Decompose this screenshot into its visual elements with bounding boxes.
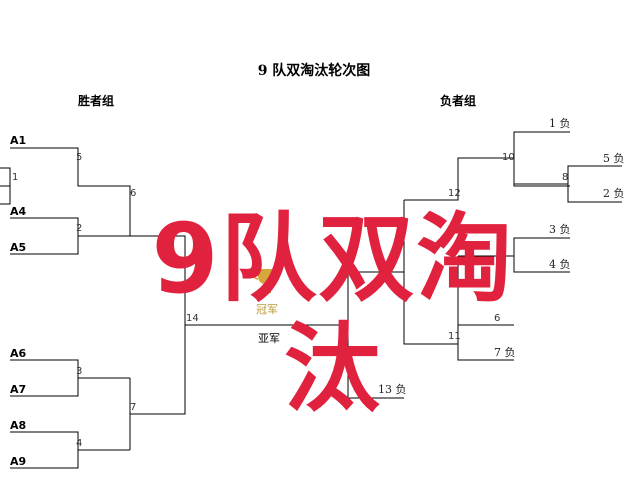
loser-slot-label: 2 负 [603, 187, 625, 200]
loser-slot-label: 13 负 [378, 383, 407, 396]
bracket-line [129, 186, 186, 318]
bracket-line [457, 344, 514, 361]
match-number: 10 [502, 152, 515, 163]
loser-slot-label: 7 负 [494, 346, 516, 359]
title-banner: 9队双淘汰 [151, 203, 515, 425]
match-number: 6 [130, 188, 137, 199]
match-number: 2 [76, 223, 83, 234]
bracket-line [513, 131, 570, 187]
team-label: A6 [10, 347, 27, 360]
bracket-line [513, 237, 570, 273]
match-number: 1 [12, 172, 19, 183]
bracket-line [404, 157, 514, 201]
bracket-line [10, 217, 130, 255]
losers-bracket-header: 负者组 [440, 94, 477, 108]
team-label: A5 [10, 241, 27, 254]
champion-label: 冠军 [256, 303, 278, 316]
match-number: 5 [76, 152, 83, 163]
match-number: 6 [494, 313, 501, 324]
runner-up-label: 亚军 [258, 332, 280, 345]
loser-slot-label: 1 负 [549, 117, 571, 130]
winners-bracket-header: 胜者组 [78, 94, 115, 108]
team-label: A4 [10, 205, 27, 218]
bracket-line [129, 318, 186, 450]
bracket-line [347, 271, 404, 399]
bracket-line [184, 318, 348, 326]
loser-slot-label: 4 负 [549, 258, 571, 271]
bracket-line [10, 431, 130, 469]
match-number: 12 [448, 188, 461, 199]
bracket-line [0, 167, 11, 205]
match-number: 4 [76, 438, 83, 449]
match-number: 11 [448, 331, 461, 342]
match-number: 14 [186, 313, 199, 324]
loser-slot-label: 5 负 [603, 152, 625, 165]
team-label: A7 [10, 383, 27, 396]
team-label: A9 [10, 455, 27, 468]
page-title: 9 队双淘汰轮次图 [257, 63, 371, 79]
team-label: A8 [10, 419, 27, 432]
team-label: A1 [10, 134, 27, 147]
match-number: 3 [76, 366, 83, 377]
match-number: 8 [562, 172, 569, 183]
trophy-icon [252, 269, 278, 293]
bracket-line [10, 359, 130, 397]
match-number: 7 [130, 402, 137, 413]
loser-slot-label: 3 负 [549, 223, 571, 236]
